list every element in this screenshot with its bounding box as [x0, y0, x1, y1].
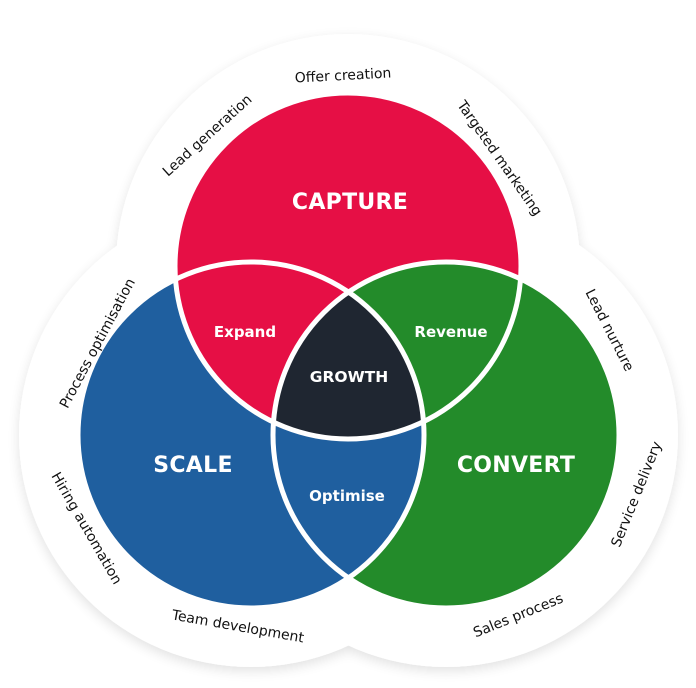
ring-label-offer-creation: Offer creation [294, 65, 391, 86]
expand-label: Expand [214, 323, 276, 341]
optimise-label: Optimise [309, 487, 385, 505]
revenue-label: Revenue [414, 323, 487, 341]
growth-region [273, 262, 424, 439]
circle-outlines [75, 90, 622, 611]
scale-label: SCALE [153, 453, 233, 478]
capture-label: CAPTURE [292, 190, 408, 215]
growth-label: GROWTH [310, 368, 388, 386]
convert-label: CONVERT [457, 453, 575, 478]
